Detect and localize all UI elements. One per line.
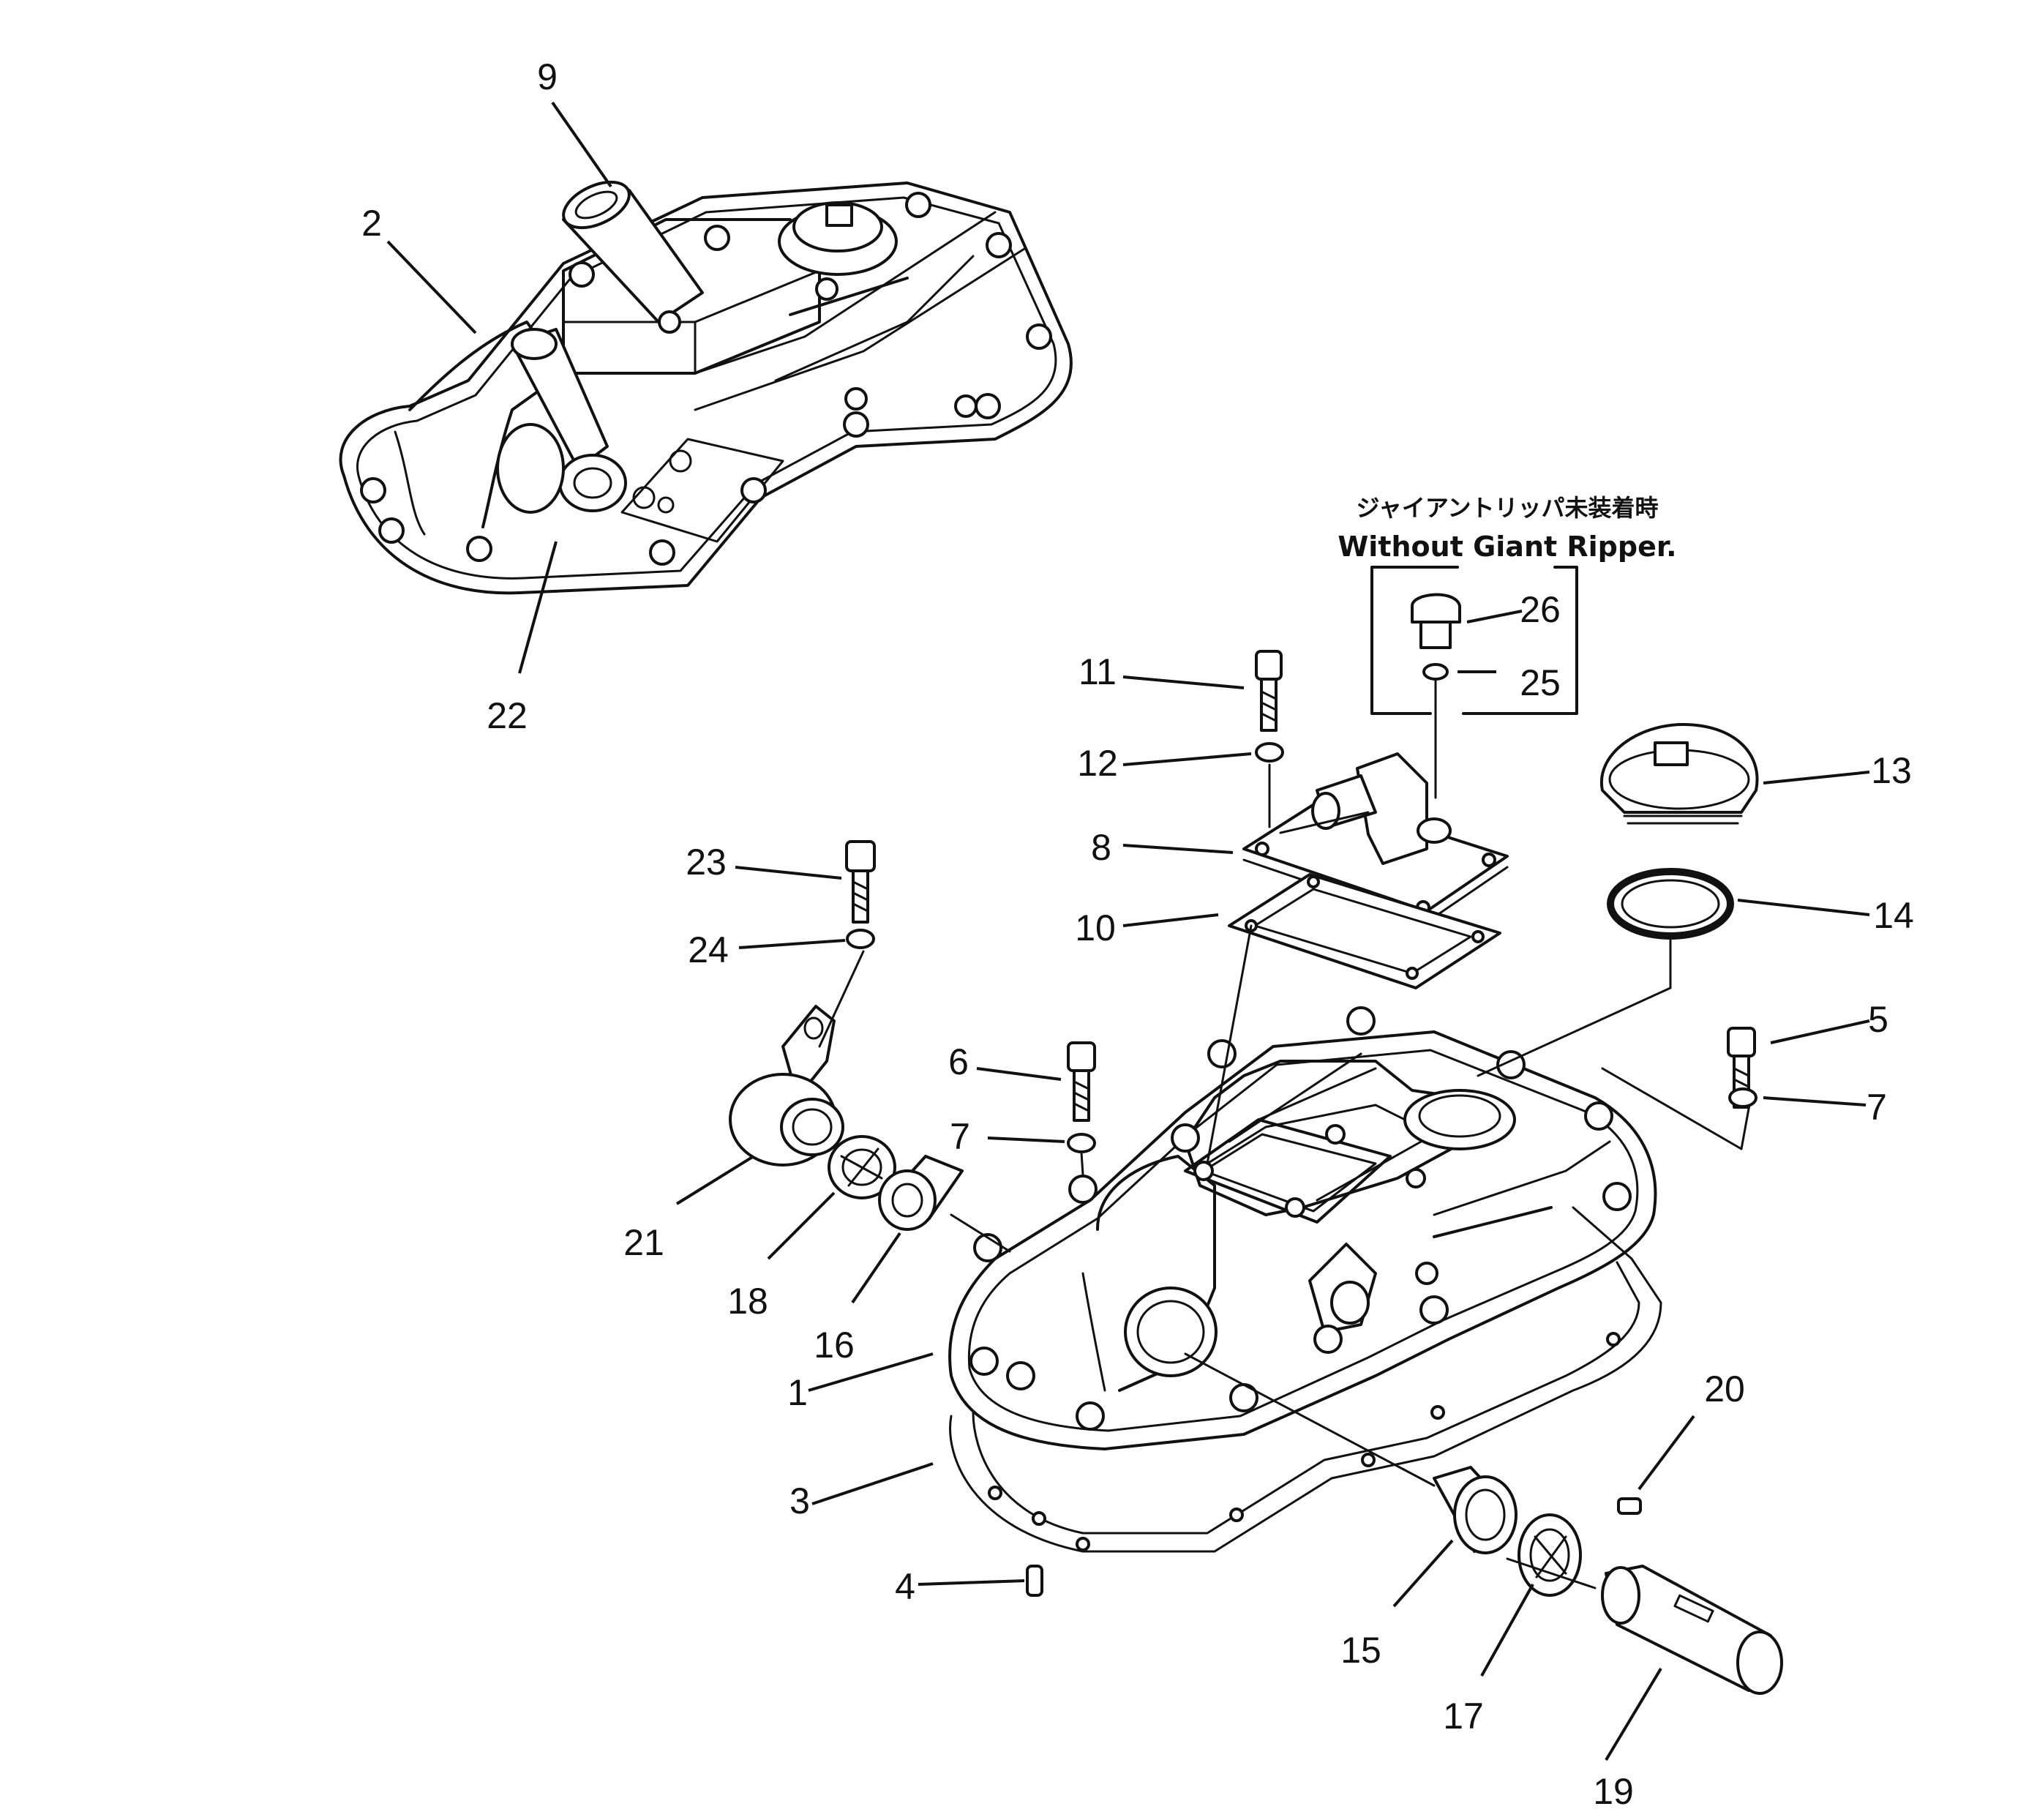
callout-5: 5 [1868, 999, 1888, 1040]
callout-4: 4 [895, 1566, 915, 1607]
callout-1: 1 [787, 1372, 808, 1413]
part-15-bushing [1433, 1466, 1518, 1554]
lower-bolts [969, 1006, 1632, 1431]
callout-23: 23 [686, 842, 727, 883]
callout-3: 3 [789, 1480, 810, 1521]
part-4-pin [1026, 1565, 1043, 1597]
callout-16: 16 [814, 1325, 855, 1366]
part-13-cap [1599, 723, 1759, 825]
part-10-gasket [1228, 873, 1501, 989]
callout-26: 26 [1520, 589, 1561, 630]
callout-7-left: 7 [950, 1116, 970, 1157]
callout-6: 6 [948, 1041, 969, 1082]
leader-lines [386, 101, 1870, 1761]
callout-20: 20 [1704, 1368, 1745, 1409]
part-17-bearing [1518, 1513, 1582, 1597]
part-21-lever [729, 1005, 844, 1166]
giant-ripper-note: ジャイアントリッパ未装着時 Without Giant Ripper. [1338, 494, 1677, 715]
part-6-bolt [1067, 1041, 1096, 1122]
callout-21: 21 [623, 1222, 664, 1263]
lower-cover-assembly [948, 1006, 1662, 1553]
caption-jp: ジャイアントリッパ未装着時 [1356, 494, 1658, 522]
callout-13: 13 [1871, 750, 1912, 791]
upper-cover-assembly [339, 180, 1073, 595]
part-26-plug [1411, 593, 1461, 649]
callout-10: 10 [1075, 907, 1116, 948]
callout-12: 12 [1077, 743, 1118, 784]
note-box-left [1370, 566, 1459, 715]
callout-18: 18 [727, 1281, 768, 1322]
callout-17: 17 [1443, 1696, 1484, 1737]
callout-14: 14 [1873, 895, 1914, 936]
callout-9: 9 [537, 56, 558, 97]
part-16-bushing [878, 1155, 964, 1231]
part-11-bolt [1255, 650, 1283, 732]
caption-en: Without Giant Ripper. [1338, 531, 1676, 563]
part-24-washer [846, 929, 875, 949]
callout-22: 22 [487, 695, 528, 736]
callout-7-right: 7 [1867, 1087, 1887, 1128]
part-14-oring [1607, 868, 1734, 940]
callout-25: 25 [1520, 662, 1561, 703]
part-19-shaft [1601, 1565, 1783, 1695]
callout-15: 15 [1340, 1630, 1381, 1671]
part-23-bolt [845, 840, 876, 924]
callout-24: 24 [688, 929, 729, 970]
part-7-washer-right [1728, 1087, 1757, 1108]
callout-labels: 9 2 22 11 12 8 10 26 25 13 14 5 7 6 7 23… [361, 56, 1914, 1812]
callout-2: 2 [361, 203, 382, 244]
part-20-key [1617, 1497, 1642, 1515]
part-7-washer-left [1067, 1133, 1096, 1153]
part-25-oring [1422, 663, 1449, 681]
upper-bolts [360, 192, 1052, 566]
part-12-washer [1255, 742, 1284, 763]
callout-19: 19 [1593, 1771, 1634, 1812]
callout-11: 11 [1078, 651, 1117, 692]
callout-8: 8 [1091, 827, 1111, 868]
part-18-bearing [828, 1135, 896, 1199]
note-box-right [1462, 566, 1578, 715]
